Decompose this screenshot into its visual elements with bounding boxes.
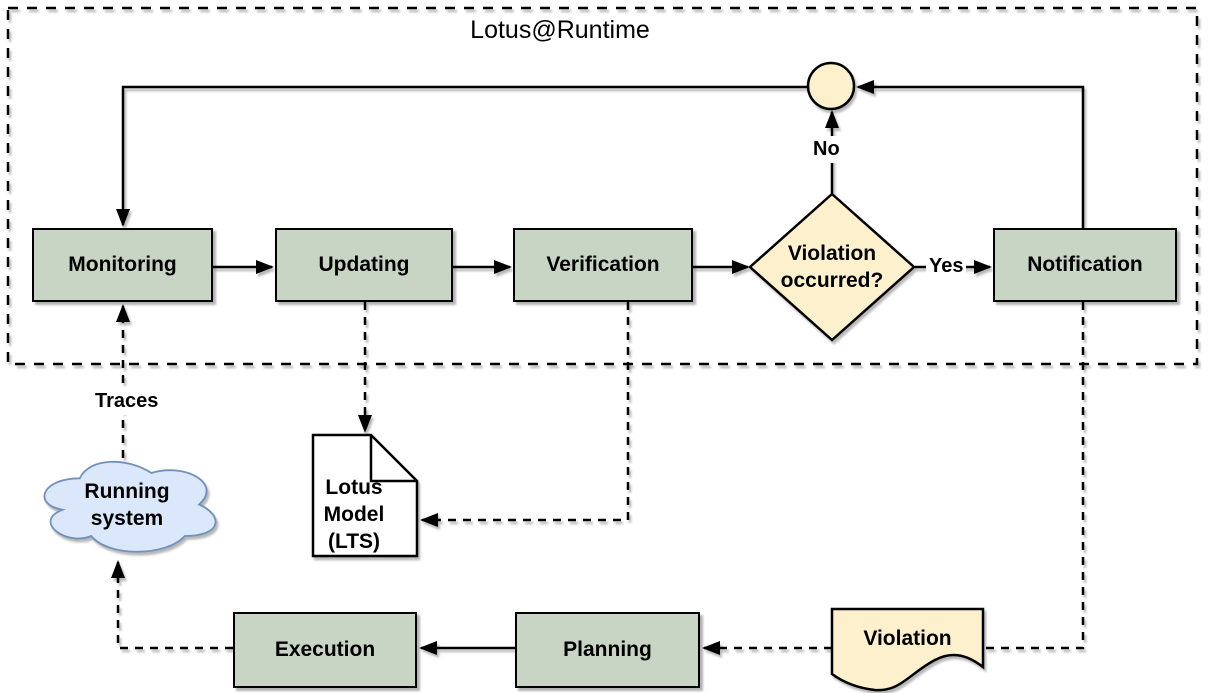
node-notification: Notification [993, 228, 1177, 302]
violation-document-label: Violation [863, 627, 952, 650]
lotus-model-label-line2: Model [323, 503, 385, 526]
running-system-cloud-shape [43, 460, 217, 553]
decision-diamond-shape [748, 192, 916, 342]
lotus-model-label: Lotus Model (LTS) [313, 474, 395, 555]
node-planning: Planning [515, 612, 700, 688]
diagram-title: Lotus@Runtime [470, 16, 650, 44]
violation-document-shape [830, 607, 985, 692]
decision-label: Violation occurred? [762, 240, 902, 294]
edge-notification-junction [856, 80, 1085, 228]
dashed-edges [111, 302, 1085, 655]
edge-label-traces: Traces [92, 388, 162, 415]
node-verification-label: Verification [546, 253, 660, 276]
edge-verification-lotusmodel [420, 302, 630, 527]
node-updating-label: Updating [318, 253, 410, 276]
node-execution: Execution [233, 612, 417, 688]
edge-junction-monitoring [116, 85, 808, 227]
running-system-label: Running system [52, 478, 202, 532]
lotus-model-label-line1: Lotus [325, 476, 383, 499]
edge-notification-violationdoc [984, 302, 1085, 650]
running-system-label-line1: Running [84, 480, 170, 503]
node-notification-label: Notification [1027, 253, 1143, 276]
edge-label-no: No [810, 136, 843, 163]
lotus-model-label-line3: (LTS) [327, 530, 381, 553]
lotus-model-note-shape [311, 433, 419, 558]
runtime-container-border [6, 6, 1199, 366]
node-execution-label: Execution [274, 638, 376, 661]
node-updating: Updating [275, 228, 453, 302]
decision-label-line1: Violation [787, 242, 877, 265]
decision-label-line2: occurred? [780, 269, 884, 292]
edge-execution-cloud [111, 560, 233, 650]
solid-edges [116, 80, 1085, 655]
node-verification: Verification [513, 228, 693, 302]
edge-label-yes: Yes [926, 253, 967, 280]
node-monitoring-label: Monitoring [68, 253, 177, 276]
running-system-label-line2: system [90, 507, 164, 530]
node-monitoring: Monitoring [32, 228, 213, 302]
junction-circle [806, 61, 856, 111]
node-planning-label: Planning [563, 638, 652, 661]
